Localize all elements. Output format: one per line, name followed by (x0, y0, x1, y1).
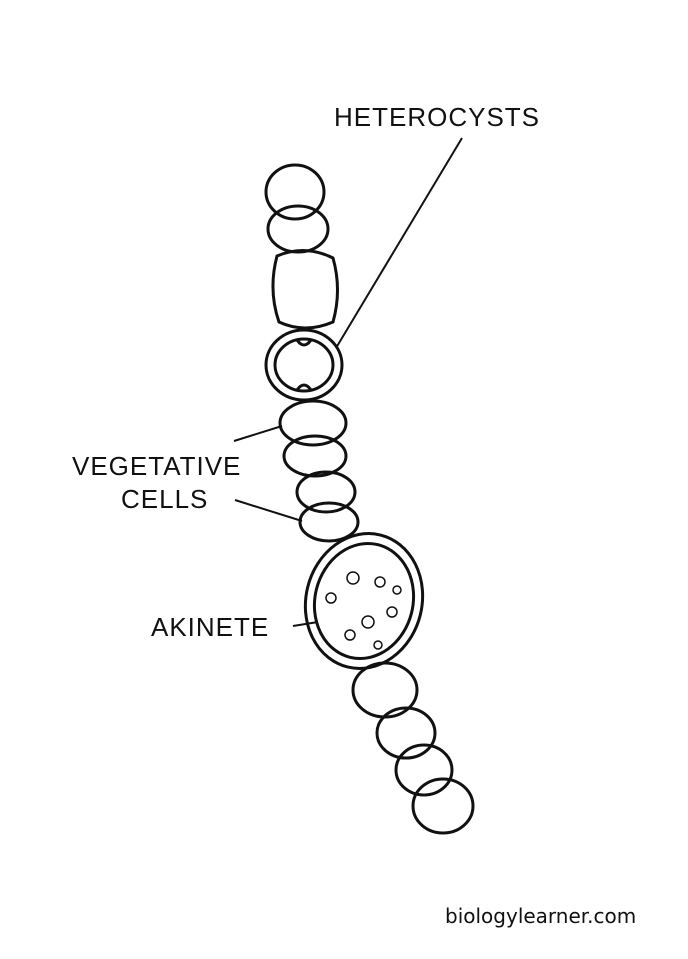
akinete-granules (325, 571, 402, 650)
vegetative-cells-label-line1: VEGETATIVE (72, 451, 241, 481)
middle-vegetative-cells (278, 399, 360, 543)
heterocyst-outer-wall (264, 328, 344, 402)
akinete (303, 532, 425, 670)
vegetative-cell (282, 434, 348, 478)
heterocysts-label: HETEROCYSTS (334, 102, 540, 132)
akinete-leader-line (292, 621, 319, 627)
akinete-label: AKINETE (151, 612, 269, 642)
vegetative-cell (411, 777, 475, 835)
heterocyst (264, 328, 344, 402)
top-vegetative-cells (264, 163, 339, 330)
heterocysts-leader-line (335, 137, 463, 349)
vegetative-cell (266, 204, 330, 254)
vegetative-cell (295, 470, 357, 514)
watermark-text: biologylearner.com (445, 904, 636, 928)
vegetative-cells-label-line2: CELLS (121, 484, 208, 514)
heterocyst-inner-wall (273, 337, 335, 393)
vegetative-cell (394, 743, 454, 797)
akinete-outer-wall (303, 532, 425, 670)
heterocyst-polar-nodule-top (295, 339, 313, 347)
vegetative-cell (278, 399, 348, 447)
vegetative-cell (375, 706, 437, 760)
vegetative-leader-line-top (233, 425, 283, 442)
heterocyst-polar-nodule-bottom (295, 383, 313, 391)
vegetative-cell-elongated (271, 249, 339, 330)
akinete-inner-body (312, 541, 416, 661)
vegetative-leader-line-bottom (234, 499, 303, 522)
bottom-vegetative-cells (351, 661, 475, 835)
vegetative-cell (298, 501, 360, 543)
vegetative-cell (264, 163, 326, 221)
